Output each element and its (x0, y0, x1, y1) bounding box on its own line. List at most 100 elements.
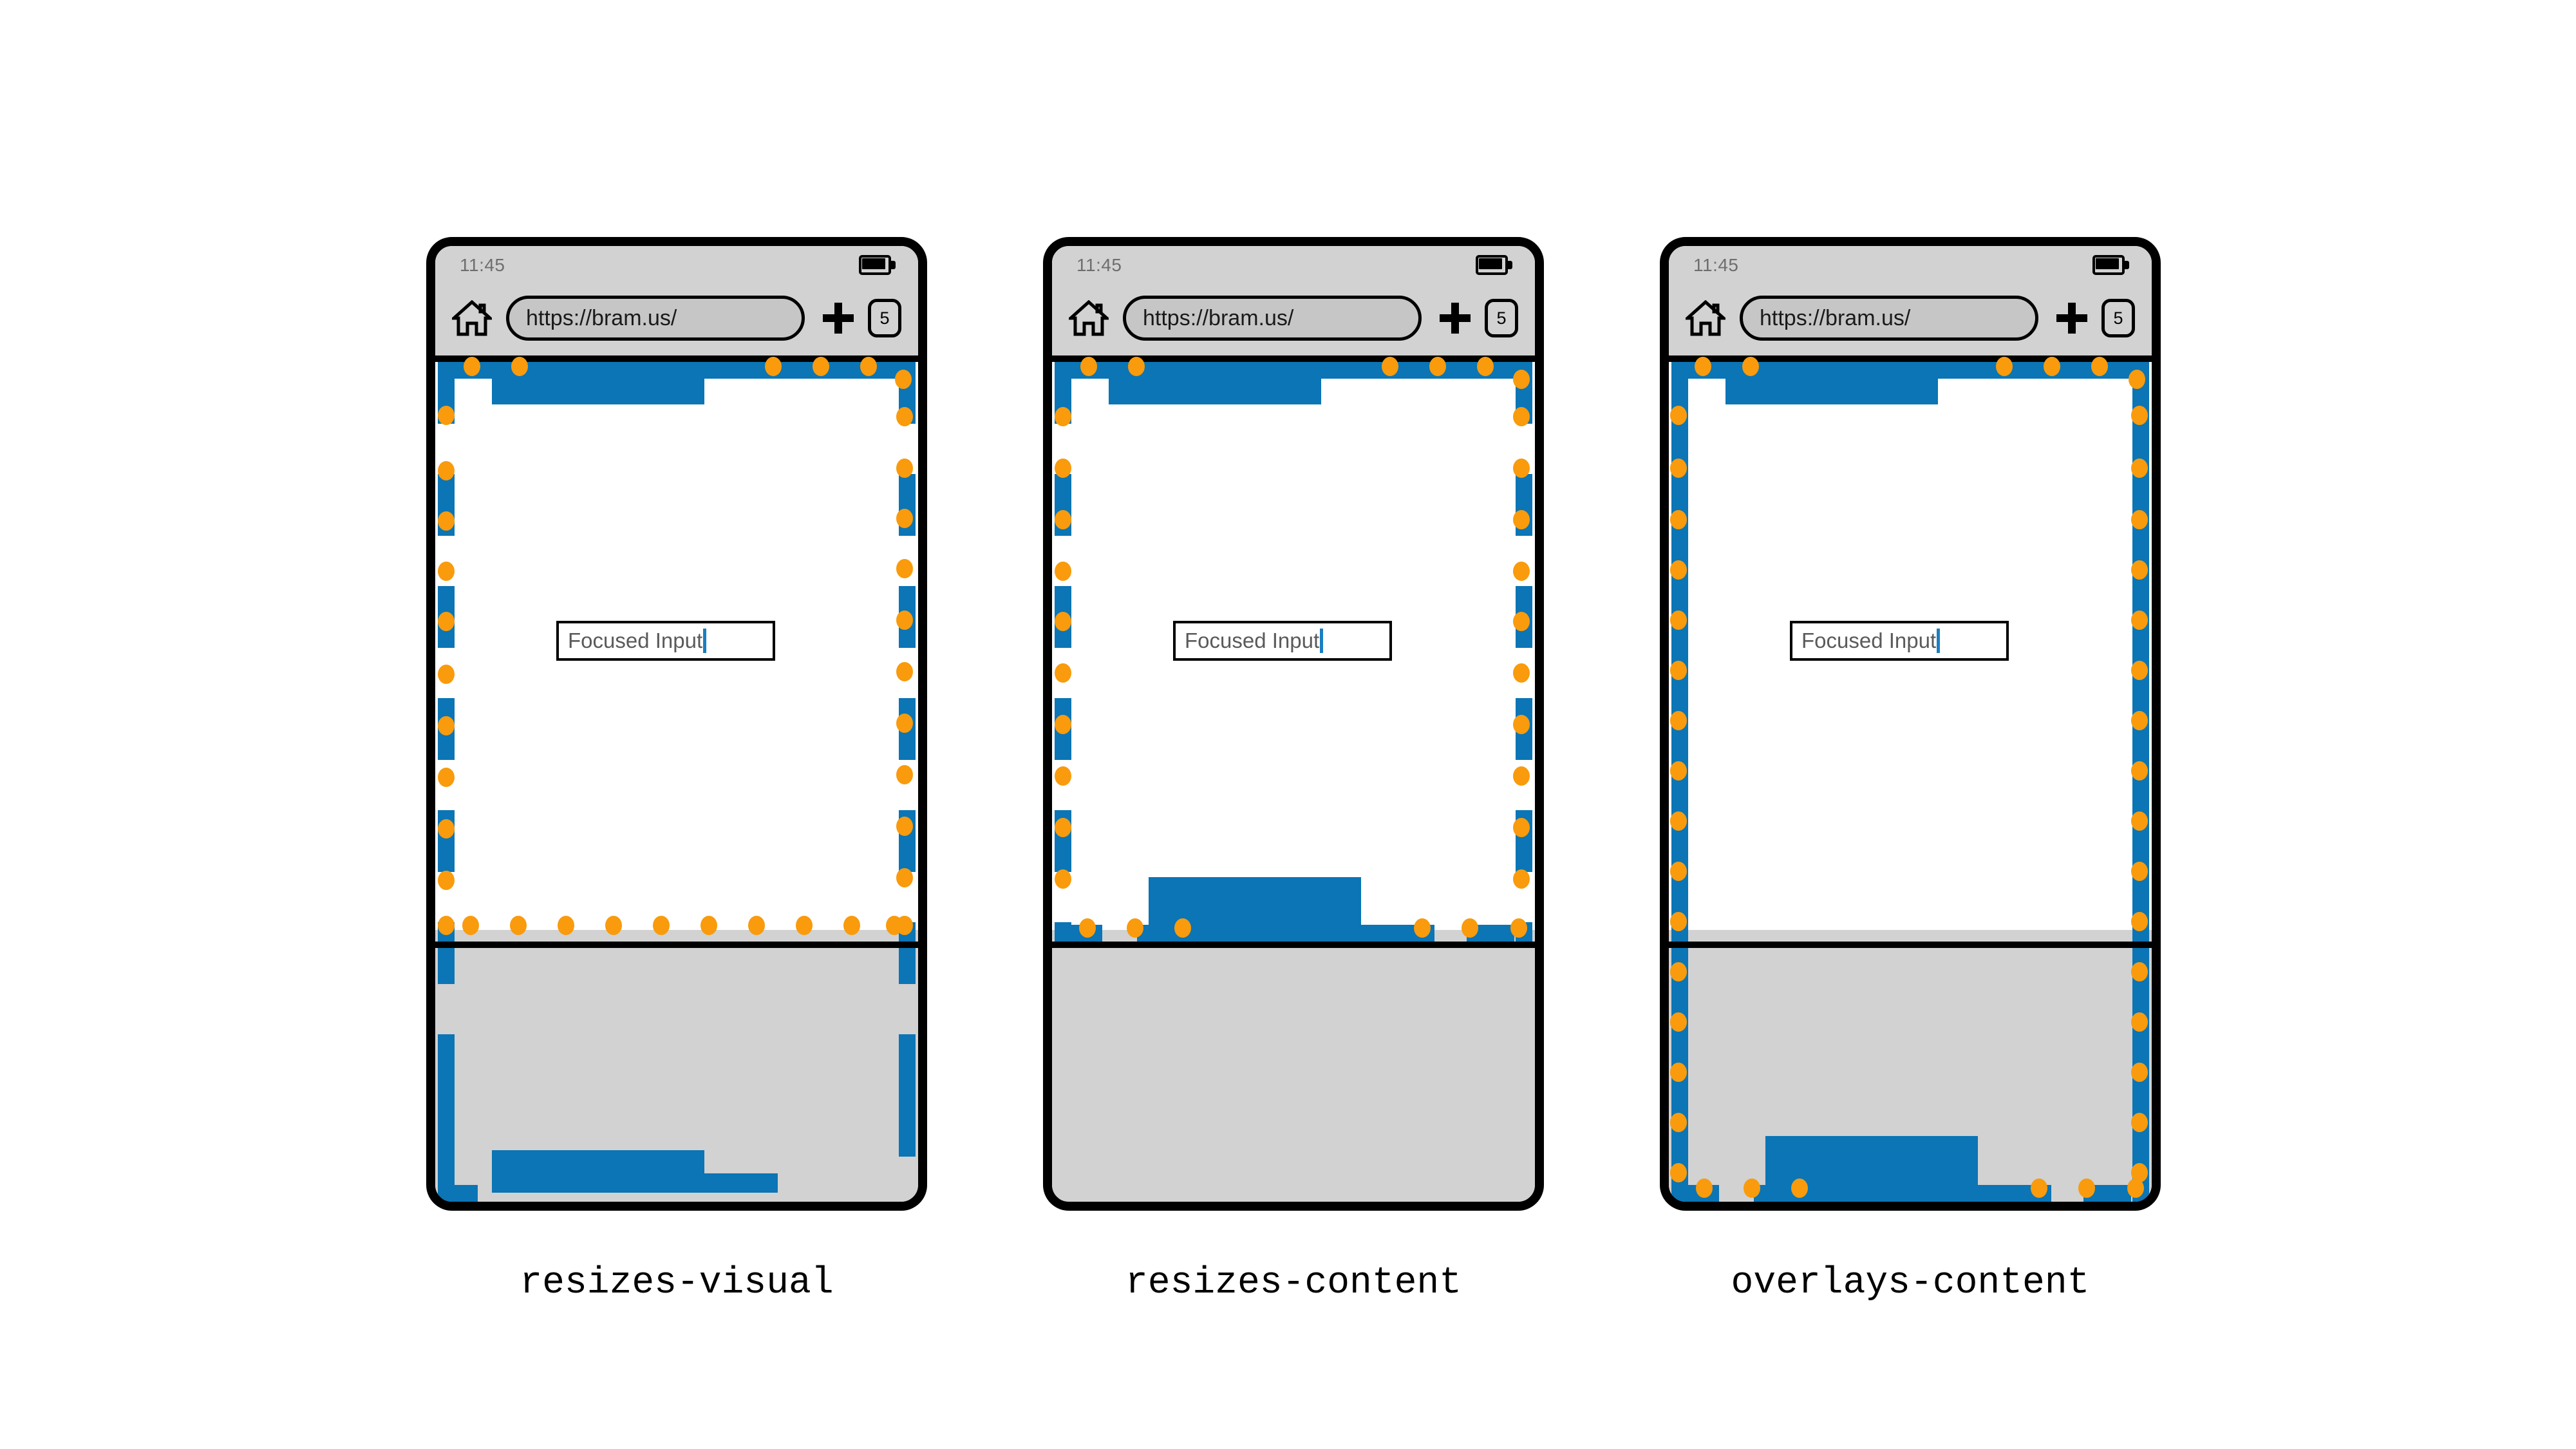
visual-viewport-dot (1670, 711, 1687, 730)
visual-viewport-dot (796, 916, 813, 935)
status-bar-time: 11:45 (1076, 255, 1122, 275)
visual-viewport-dot (896, 817, 913, 836)
home-icon[interactable] (452, 300, 492, 336)
visual-viewport-dot (2131, 962, 2148, 981)
visual-viewport-dot (813, 357, 829, 376)
home-icon[interactable] (1069, 300, 1109, 336)
visual-viewport-dot (896, 868, 913, 887)
keyboard-divider (1052, 942, 1535, 948)
focused-input-field[interactable]: Focused Input (556, 621, 775, 661)
visual-viewport-dot (2131, 459, 2148, 478)
url-text: https://bram.us/ (1143, 305, 1294, 330)
visual-viewport-dot (1513, 370, 1530, 389)
browser-toolbar: https://bram.us/ 5 (1052, 282, 1535, 354)
visual-viewport-dot (896, 459, 913, 478)
visual-viewport-dot (1670, 1063, 1687, 1082)
visual-viewport-dot (438, 406, 455, 425)
content-block-top (1725, 362, 1938, 404)
visual-viewport-dot (438, 716, 455, 735)
visual-viewport-dot (1513, 459, 1530, 478)
text-caret (1320, 629, 1324, 653)
visual-viewport-dot (558, 916, 574, 935)
visual-viewport-dot (2131, 711, 2148, 730)
tab-count-button[interactable]: 5 (1485, 299, 1518, 337)
visual-viewport-dot (464, 357, 480, 376)
visual-viewport-dot (438, 665, 455, 684)
url-bar[interactable]: https://bram.us/ (506, 296, 805, 341)
visual-viewport-dot (1174, 918, 1191, 938)
phone-mockup-resizes-visual: Focused Input 11:45 https://bram.us/ (426, 237, 927, 1211)
visual-viewport-dot (1670, 811, 1687, 831)
battery-icon (859, 255, 896, 275)
visual-viewport-dot (700, 916, 717, 935)
visual-viewport-dot (1670, 406, 1687, 425)
layout-viewport-bottom-left-stub (438, 1185, 478, 1202)
url-bar[interactable]: https://bram.us/ (1740, 296, 2038, 341)
visual-viewport-dot (462, 916, 479, 935)
visual-viewport-dot (511, 357, 528, 376)
battery-icon (1476, 255, 1513, 275)
visual-viewport-dot (1670, 1163, 1687, 1182)
visual-viewport-dot (2131, 611, 2148, 630)
layout-viewport-edge-left (1671, 362, 1688, 1202)
plus-icon[interactable] (2056, 303, 2087, 334)
visual-viewport-dot (1055, 715, 1071, 734)
visual-viewport-dot (1055, 663, 1071, 683)
keyboard-divider (1669, 942, 2152, 948)
text-caret (703, 629, 707, 653)
layout-viewport-edge-left (1055, 362, 1071, 942)
visual-viewport-dot (1079, 918, 1096, 938)
visual-viewport-dot (653, 916, 670, 935)
visual-viewport-dot (1513, 562, 1530, 581)
visual-viewport-dot (1670, 862, 1687, 881)
visual-viewport-dot (1791, 1179, 1808, 1198)
focused-input-field[interactable]: Focused Input (1790, 621, 2009, 661)
visual-viewport-dot (896, 611, 913, 630)
visual-viewport-dot (1510, 918, 1527, 938)
phone-screen: Focused Input 11:45 https://bram.us/ (1052, 246, 1535, 1202)
plus-icon[interactable] (823, 303, 854, 334)
visual-viewport-dot (1670, 661, 1687, 680)
visual-viewport-dot (438, 871, 455, 890)
phone-screen: Focused Input 11:45 https://bram.us/ (1669, 246, 2152, 1202)
content-block-bottom-tail (704, 1173, 778, 1193)
visual-viewport-dot (1414, 918, 1431, 938)
visual-viewport-dot (1382, 357, 1398, 376)
caption-resizes-visual: resizes-visual (520, 1262, 834, 1304)
layout-viewport-corner-top-right-notch (899, 1045, 916, 1115)
visual-viewport-dot (1055, 766, 1071, 786)
visual-viewport-dot (843, 916, 860, 935)
visual-viewport-dot (1055, 869, 1071, 889)
visual-viewport-dot (1429, 357, 1446, 376)
browser-chrome: 11:45 https://bram.us/ 5 (435, 246, 918, 362)
visual-viewport-dot (1670, 962, 1687, 981)
visual-viewport-dot (2131, 1113, 2148, 1132)
visual-viewport-dot (1744, 1179, 1760, 1198)
tab-count-button[interactable]: 5 (868, 299, 901, 337)
content-block-bottom (492, 1150, 704, 1193)
tab-count-button[interactable]: 5 (2101, 299, 2135, 337)
visual-viewport-dot (605, 916, 622, 935)
visual-viewport-dot (438, 612, 455, 631)
home-icon[interactable] (1686, 300, 1725, 336)
status-bar-time: 11:45 (460, 255, 505, 275)
visual-viewport-dot (748, 916, 765, 935)
visual-viewport-dot (438, 511, 455, 531)
focused-input-field[interactable]: Focused Input (1173, 621, 1392, 661)
visual-viewport-dot (1055, 612, 1071, 631)
visual-viewport-dot (1055, 562, 1071, 581)
visual-viewport-dot (1513, 407, 1530, 426)
visual-viewport-dot (765, 357, 782, 376)
url-bar[interactable]: https://bram.us/ (1123, 296, 1422, 341)
battery-icon (2092, 255, 2130, 275)
visual-viewport-dot (1670, 560, 1687, 580)
visual-viewport-dot (2131, 811, 2148, 831)
visual-viewport-dot (1513, 612, 1530, 631)
browser-chrome: 11:45 https://bram.us/ 5 (1052, 246, 1535, 362)
visual-viewport-dot (2131, 1063, 2148, 1082)
visual-viewport-dot (2131, 1012, 2148, 1032)
visual-viewport-dot (2131, 912, 2148, 931)
visual-viewport-dot (2044, 357, 2060, 376)
plus-icon[interactable] (1440, 303, 1471, 334)
